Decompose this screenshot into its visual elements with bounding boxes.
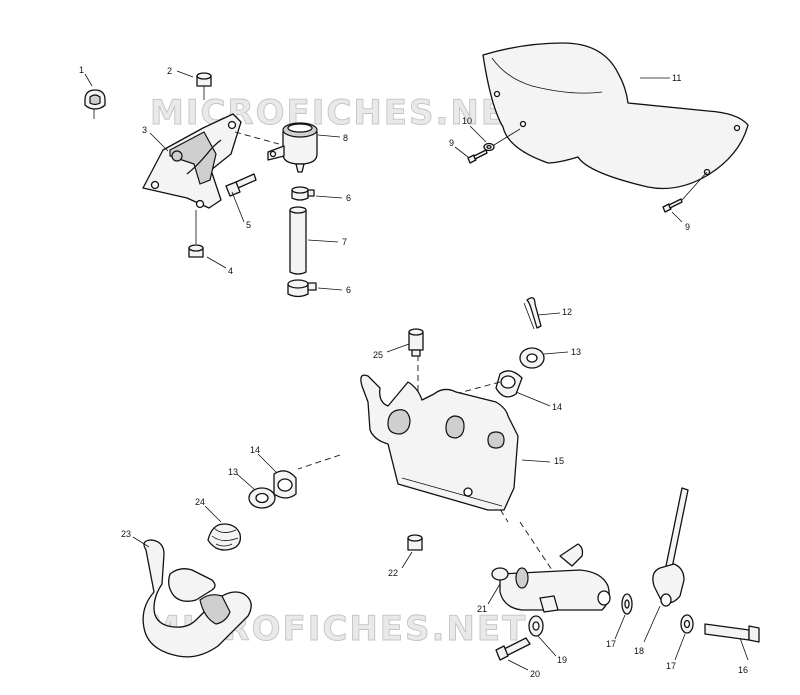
washer-part-17-left[interactable] — [621, 593, 633, 615]
nut-part-4[interactable] — [188, 244, 204, 258]
callout-6b: 6 — [346, 285, 351, 295]
cover-part-11[interactable] — [482, 42, 749, 201]
screw-part-9-right[interactable] — [662, 198, 683, 213]
nut-part-22[interactable] — [407, 534, 423, 551]
reservoir-part-8[interactable] — [267, 122, 318, 173]
callout-17b: 17 — [666, 661, 676, 671]
callout-9a: 9 — [449, 138, 454, 148]
screw-part-9-left[interactable] — [467, 149, 488, 164]
pedal-part-23[interactable] — [142, 539, 252, 658]
callout-13a: 13 — [571, 347, 581, 357]
callout-1: 1 — [79, 65, 84, 75]
nut-part-2[interactable] — [196, 72, 212, 100]
bolt-part-20[interactable] — [495, 637, 531, 661]
bolt-part-25[interactable] — [408, 328, 424, 357]
callout-7: 7 — [342, 237, 347, 247]
callout-14a: 14 — [552, 402, 562, 412]
callout-24: 24 — [195, 497, 205, 507]
callout-25: 25 — [373, 350, 383, 360]
hose-part-7[interactable] — [289, 206, 307, 275]
bushing-part-14-upper[interactable] — [495, 370, 523, 398]
washer-part-10[interactable] — [483, 128, 521, 152]
cotter-pin-part-12[interactable] — [523, 297, 542, 330]
callout-8: 8 — [343, 133, 348, 143]
callout-13b: 13 — [228, 467, 238, 477]
callout-20: 20 — [530, 669, 540, 679]
clevis-rod-part-18[interactable] — [652, 487, 689, 607]
callouts: 1 2 3 4 5 6 6 7 8 9 9 10 11 12 13 13 14 — [79, 65, 749, 679]
bolt-part-16[interactable] — [704, 623, 760, 643]
callout-22: 22 — [388, 568, 398, 578]
clip-part-1[interactable] — [84, 89, 106, 119]
callout-3: 3 — [142, 125, 147, 135]
bushing-part-14-lower[interactable] — [273, 470, 297, 499]
callout-19: 19 — [557, 655, 567, 665]
callout-17a: 17 — [606, 639, 616, 649]
callout-11: 11 — [672, 73, 681, 83]
callout-12: 12 — [562, 307, 572, 317]
callout-15: 15 — [554, 456, 564, 466]
washer-part-17-right[interactable] — [680, 614, 694, 634]
callout-18: 18 — [634, 646, 644, 656]
callout-23: 23 — [121, 529, 131, 539]
washer-part-19[interactable] — [528, 615, 544, 637]
bolt-part-5[interactable] — [225, 173, 257, 197]
washer-part-13-lower[interactable] — [248, 487, 276, 509]
pedal-bracket-part-15[interactable] — [360, 374, 551, 511]
callout-9b: 9 — [685, 222, 690, 232]
spring-part-24[interactable] — [207, 523, 242, 551]
callout-5: 5 — [246, 220, 251, 230]
hose-clamp-part-6-upper[interactable] — [291, 186, 315, 201]
hose-clamp-part-6-lower[interactable] — [287, 279, 317, 298]
callout-2: 2 — [167, 66, 172, 76]
callout-4: 4 — [228, 266, 233, 276]
master-cylinder-part-21[interactable] — [491, 543, 611, 613]
callout-10: 10 — [462, 116, 472, 126]
callout-14b: 14 — [250, 445, 260, 455]
callout-21: 21 — [477, 604, 487, 614]
callout-16: 16 — [738, 665, 748, 675]
washer-part-13-upper[interactable] — [519, 347, 545, 369]
mounting-bracket-part-3[interactable] — [142, 113, 242, 244]
callout-6a: 6 — [346, 193, 351, 203]
